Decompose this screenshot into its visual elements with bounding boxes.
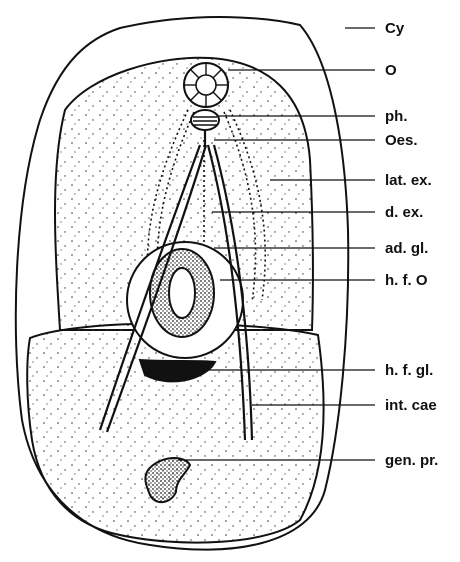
label-hfgl: h. f. gl. — [385, 362, 433, 379]
label-ph: ph. — [385, 108, 408, 125]
holdfast-organ-lumen — [169, 268, 195, 318]
label-o: O — [385, 62, 397, 79]
label-oes: Oes. — [385, 132, 418, 149]
label-latex: lat. ex. — [385, 172, 432, 189]
label-intcae: int. cae — [385, 397, 437, 414]
label-cy: Cy — [385, 20, 405, 37]
pharynx — [191, 110, 219, 130]
label-dex: d. ex. — [385, 204, 423, 221]
label-adgl: ad. gl. — [385, 240, 428, 257]
label-hfo: h. f. O — [385, 272, 428, 289]
label-genpr: gen. pr. — [385, 452, 438, 469]
